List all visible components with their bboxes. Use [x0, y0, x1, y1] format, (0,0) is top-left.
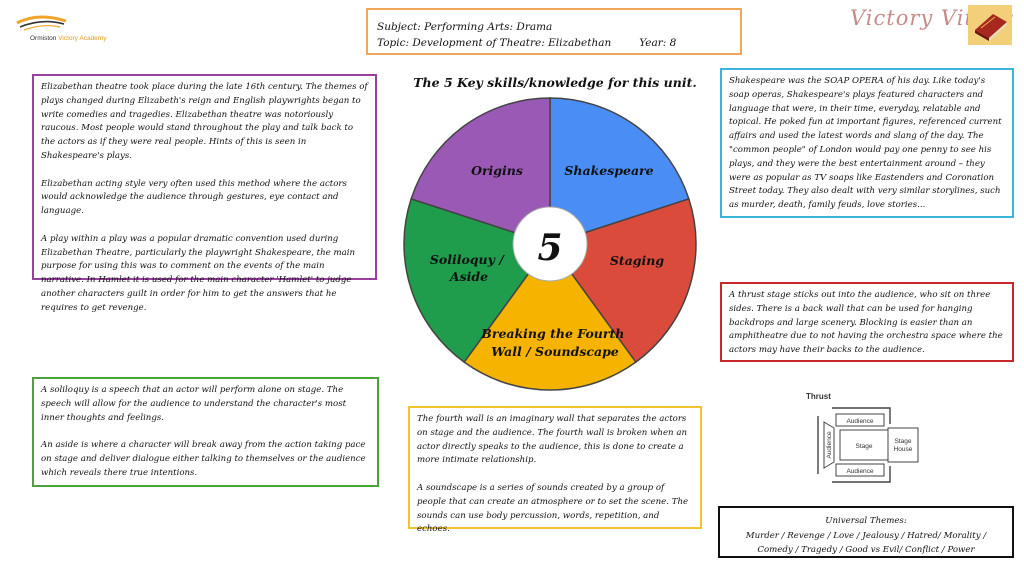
- soliloquy-line-2: Aside: [449, 269, 488, 284]
- wheel-center-number: 5: [537, 227, 562, 269]
- academy-name-part2: Victory Academy: [58, 35, 107, 42]
- fourthwall-paragraph-2: A soundscape is a series of sounds creat…: [417, 482, 689, 535]
- segment-origins: [410, 97, 551, 246]
- segment-label-staging: Staging: [610, 253, 664, 268]
- thrust-stage-diagram: Thrust Audience Stage Audience Audience …: [806, 392, 919, 483]
- audience-top-label: Audience: [846, 418, 873, 425]
- thrust-paragraph: A thrust stage sticks out into the audie…: [729, 290, 1003, 356]
- year-line: Year: 8: [639, 37, 677, 49]
- academy-name: Ormiston Victory Academy: [30, 35, 106, 42]
- wheel-title: The 5 Key skills/knowledge for this unit…: [413, 75, 697, 90]
- themes-heading: Universal Themes:: [825, 516, 907, 526]
- shakespeare-soap-opera-box: Shakespeare was the SOAP OPERA of his da…: [720, 68, 1014, 218]
- themes-line-1: Murder / Revenge / Love / Jealousy / Hat…: [745, 530, 987, 541]
- soliloquy-aside-box: A soliloquy is a speech that an actor wi…: [32, 377, 379, 487]
- soliloquy-paragraph-1: A soliloquy is a speech that an actor wi…: [41, 385, 347, 423]
- segment-label-breaking-fourth-wall: Breaking the Fourth Wall / Soundscape: [480, 326, 628, 359]
- subject-line: Subject: Performing Arts: Drama: [377, 21, 553, 33]
- soap-paragraph: Shakespeare was the SOAP OPERA of his da…: [729, 76, 1002, 211]
- history-paragraph-2: Elizabethan acting style very often used…: [41, 178, 347, 217]
- audience-bottom-label: Audience: [846, 468, 873, 475]
- themes-line-2: Comedy / Tragedy / Good vs Evil/ Conflic…: [757, 545, 975, 555]
- soliloquy-line-1: Soliloquy /: [430, 252, 505, 267]
- topic-line: Topic: Development of Theatre: Elizabeth…: [377, 37, 612, 49]
- segment-label-soliloquy: Soliloquy / Aside: [430, 252, 508, 284]
- wheel-center-circle: [512, 206, 588, 282]
- history-paragraph-1: Elizabethan theatre took place during th…: [41, 82, 368, 161]
- stage-house-label-1: Stage: [895, 438, 912, 445]
- elizabethan-history-box: Elizabethan theatre took place during th…: [32, 74, 377, 313]
- segment-label-shakespeare: Shakespeare: [564, 163, 653, 178]
- stage-label: Stage: [856, 443, 873, 450]
- thrust-diagram-title: Thrust: [806, 392, 831, 401]
- fourthwall-paragraph-1: The fourth wall is an imaginary wall tha…: [417, 414, 687, 466]
- segment-label-origins: Origins: [471, 163, 523, 178]
- book-icon: [968, 5, 1012, 45]
- key-skills-wheel: 5 Shakespeare Origins Staging Soliloquy …: [403, 97, 697, 391]
- academy-name-part1: Ormiston: [30, 35, 59, 42]
- audience-left-label: Audience: [826, 431, 833, 458]
- header-box: Subject: Performing Arts: Drama Topic: D…: [366, 8, 742, 55]
- logo-swoosh-icon: [16, 15, 67, 31]
- breaking-line-1: Breaking the Fourth: [480, 326, 624, 341]
- history-paragraph-3: A play within a play was a popular drama…: [41, 233, 356, 313]
- segment-shakespeare: [549, 97, 690, 246]
- thrust-stage-box: A thrust stage sticks out into the audie…: [720, 282, 1014, 362]
- segment-breaking-fourth-wall: [463, 242, 637, 391]
- stage-house-label-2: House: [894, 446, 913, 453]
- soliloquy-paragraph-2: An aside is where a character will break…: [41, 440, 366, 478]
- universal-themes-box: Universal Themes: Murder / Revenge / Lov…: [718, 506, 1014, 558]
- breaking-line-2: Wall / Soundscape: [491, 344, 619, 359]
- fourth-wall-soundscape-box: The fourth wall is an imaginary wall tha…: [408, 406, 702, 534]
- topic-row: Topic: Development of Theatre: Elizabeth…: [377, 35, 731, 51]
